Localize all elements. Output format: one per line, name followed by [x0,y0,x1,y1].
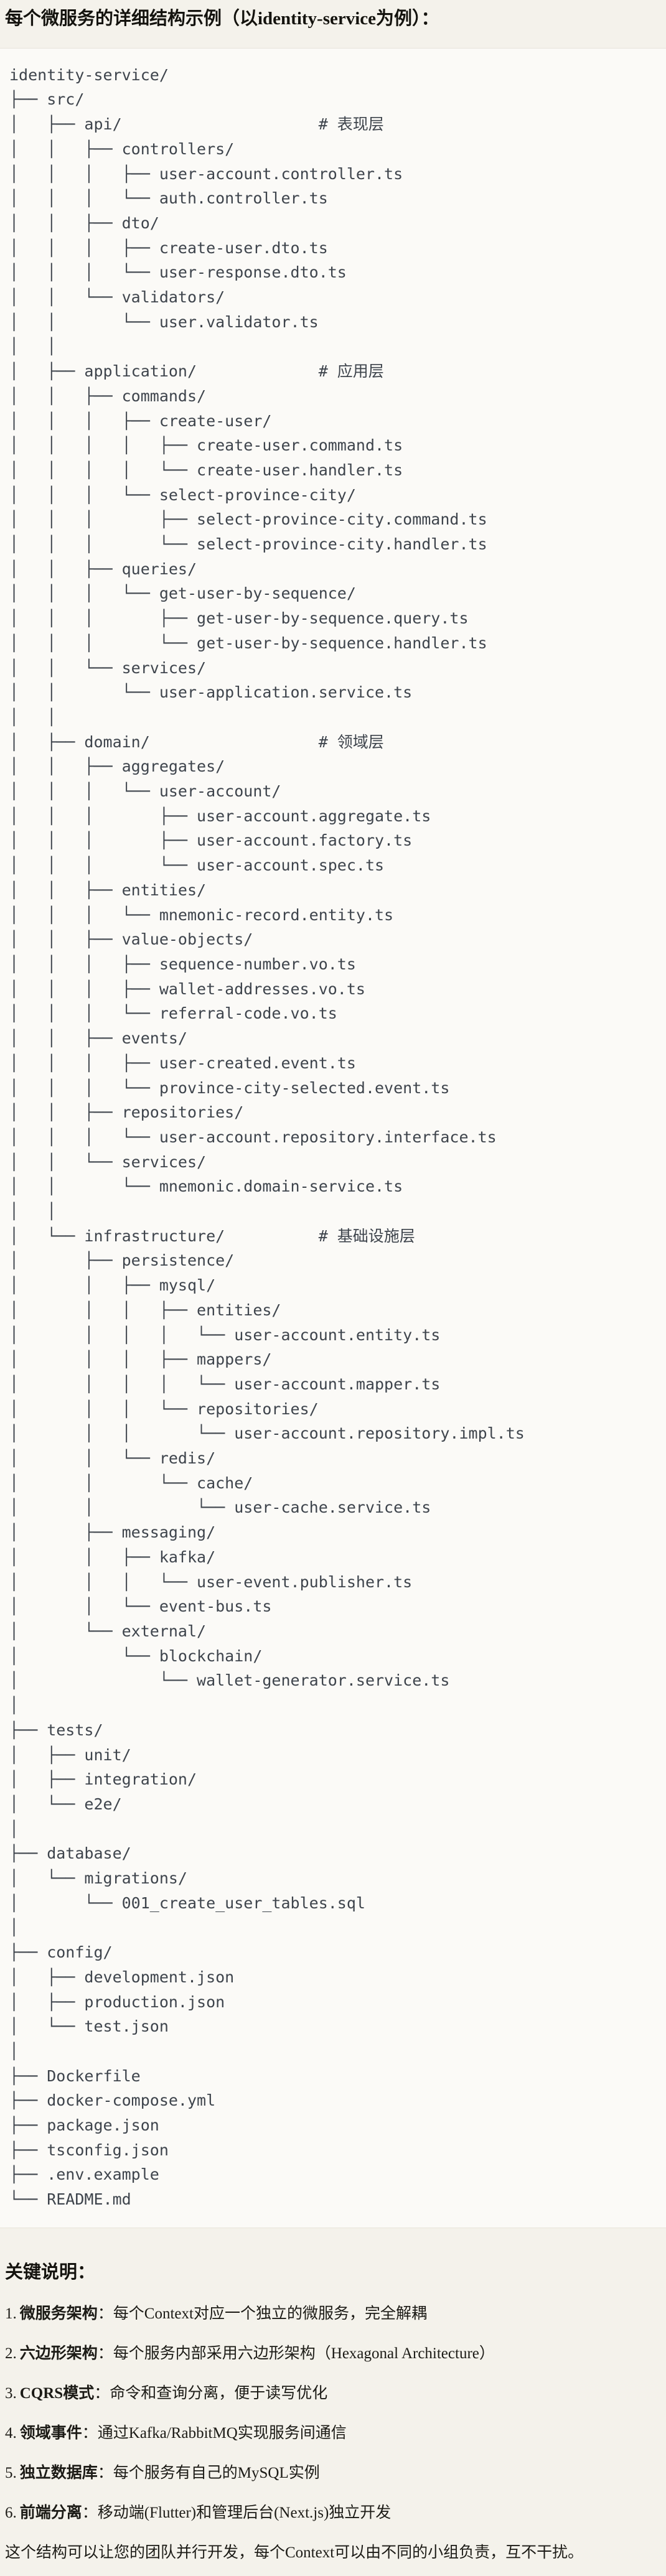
note-item: 3.CQRS模式：命令和查询分离，便于读写优化 [5,2383,661,2404]
note-colon: ： [82,2504,98,2521]
note-number: 2. [5,2345,17,2362]
note-number: 5. [5,2465,17,2481]
note-number: 6. [5,2504,17,2521]
code-block-panel: identity-service/ ├── src/ │ ├── api/ # … [0,47,666,2228]
note-label: 前端分离 [19,2504,82,2521]
note-desc: 移动端(Flutter)和管理后台(Next.js)独立开发 [97,2504,392,2521]
note-item: 2.六边形架构：每个服务内部采用六边形架构（Hexagonal Architec… [5,2343,661,2364]
note-colon: ： [97,2305,113,2322]
note-item: 1.微服务架构：每个Context对应一个独立的微服务，完全解耦 [5,2303,661,2325]
note-desc: 每个服务有自己的MySQL实例 [113,2465,320,2481]
note-number: 3. [5,2385,17,2402]
note-number: 1. [5,2305,17,2322]
note-desc: 通过Kafka/RabbitMQ实现服务间通信 [97,2425,347,2442]
directory-tree: identity-service/ ├── src/ │ ├── api/ # … [9,65,525,2209]
note-desc: 每个Context对应一个独立的微服务，完全解耦 [113,2305,427,2322]
note-colon: ： [94,2385,110,2402]
note-item: 6.前端分离：移动端(Flutter)和管理后台(Next.js)独立开发 [5,2503,661,2524]
page-title: 每个微服务的详细结构示例（以identity-service为例）： [5,9,439,29]
note-label: CQRS模式 [19,2385,95,2402]
note-colon: ： [97,2465,113,2481]
note-label: 领域事件 [19,2425,82,2442]
notes-heading: 关键说明： [5,2262,96,2282]
note-item: 5.独立数据库：每个服务有自己的MySQL实例 [5,2463,661,2484]
closing-paragraph: 这个结构可以让您的团队并行开发，每个Context可以由不同的小组负责，互不干扰… [5,2544,584,2561]
note-item: 4.领域事件：通过Kafka/RabbitMQ实现服务间通信 [5,2423,661,2444]
note-desc: 命令和查询分离，便于读写优化 [110,2385,328,2402]
note-label: 独立数据库 [19,2465,98,2481]
note-colon: ： [82,2425,98,2442]
note-number: 4. [5,2425,17,2442]
note-colon: ： [97,2345,113,2362]
notes-section: 关键说明： 1.微服务架构：每个Context对应一个独立的微服务，完全解耦 2… [0,2228,666,2576]
note-label: 六边形架构 [19,2345,98,2362]
note-label: 微服务架构 [19,2305,98,2322]
note-desc: 每个服务内部采用六边形架构（Hexagonal Architecture） [113,2345,495,2362]
